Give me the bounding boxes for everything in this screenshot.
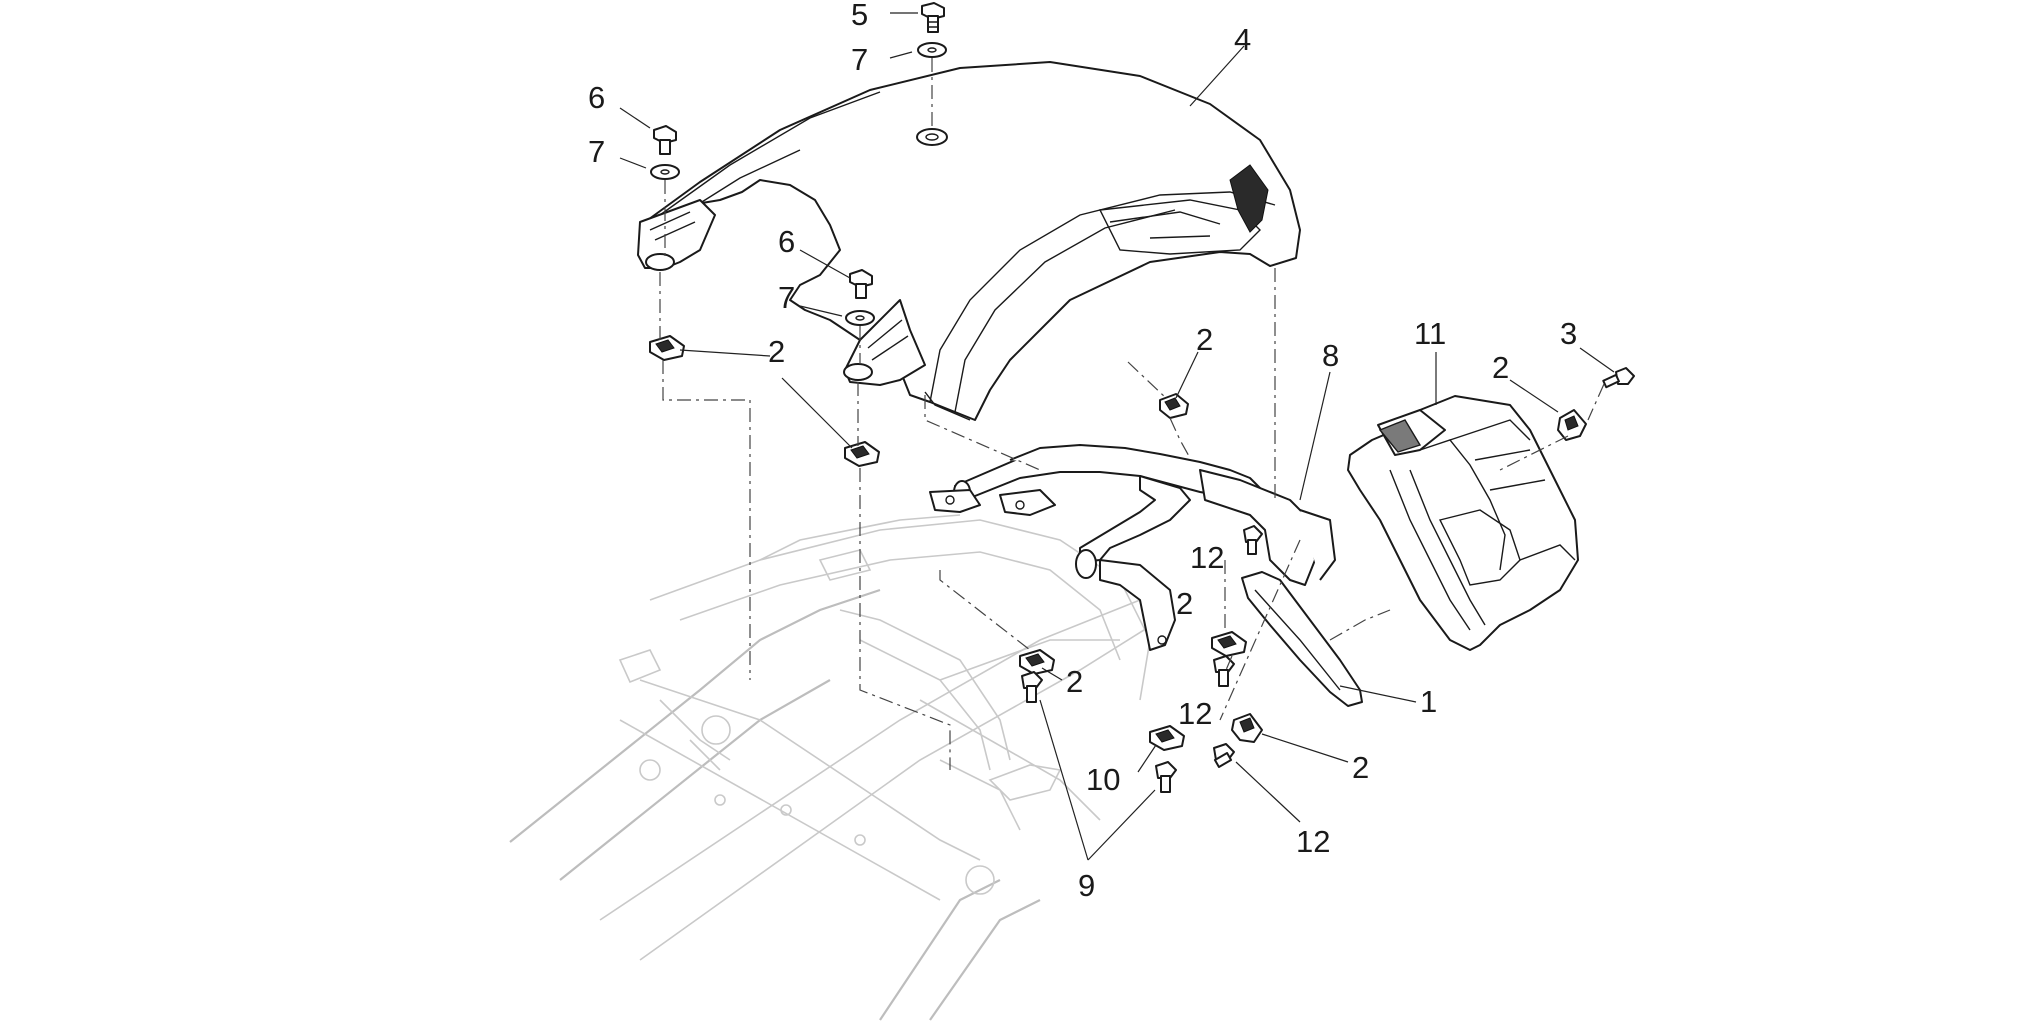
callout-9: 9 — [1078, 868, 1095, 903]
callout-10: 10 — [1086, 762, 1120, 797]
callout-4: 4 — [1234, 22, 1251, 57]
callout-8: 8 — [1322, 338, 1339, 373]
leader-lines — [619, 12, 1615, 861]
screw-12-upper — [1243, 525, 1263, 555]
clip-nut-left — [649, 335, 685, 361]
callout-12-upper: 12 — [1190, 540, 1224, 575]
hardware — [649, 2, 1635, 793]
callout-2-plate: 2 — [1492, 350, 1509, 385]
callout-5: 5 — [851, 0, 868, 32]
rear-mudguard-strip — [1241, 571, 1363, 707]
screw-12-middle — [1213, 655, 1235, 687]
bolt-5 — [921, 2, 945, 33]
screw-9-right — [1155, 761, 1177, 793]
rear-frame — [509, 514, 1161, 1021]
license-plate-holder — [1347, 395, 1579, 651]
screw-9-left — [1021, 671, 1043, 703]
callout-7-top: 7 — [851, 42, 868, 77]
rear-fender-cover — [637, 61, 1301, 421]
callout-2-left: 2 — [768, 334, 785, 369]
bolt-6-middle — [849, 269, 873, 299]
screw-3 — [1602, 367, 1635, 389]
bolt-6-left — [653, 125, 677, 155]
clip-nut-plate — [1557, 409, 1587, 441]
callout-7-middle: 7 — [778, 280, 795, 315]
callout-2-fender: 2 — [1196, 322, 1213, 357]
screw-12-lower — [1213, 743, 1235, 768]
washer-7-left — [650, 164, 680, 180]
assembly-lines — [659, 58, 1605, 770]
callout-1: 1 — [1420, 684, 1437, 719]
clip-nut-top-right — [1159, 393, 1189, 419]
callout-6-left: 6 — [588, 80, 605, 115]
clip-nut-frame-c — [1231, 713, 1263, 743]
callout-2-frame-a: 2 — [1066, 664, 1083, 699]
washer-7-top — [917, 42, 947, 58]
clip-nut-frame-a — [1019, 649, 1055, 675]
callout-3: 3 — [1560, 316, 1577, 351]
callout-12-lower: 12 — [1296, 824, 1330, 859]
clip-nut-frame-b — [1211, 631, 1247, 657]
callout-2-frame-c: 2 — [1352, 750, 1369, 785]
clip-nut-middle — [844, 441, 880, 467]
callout-11: 11 — [1414, 316, 1446, 351]
callout-6-middle: 6 — [778, 224, 795, 259]
callout-2-frame-b: 2 — [1176, 586, 1193, 621]
washer-7-middle — [845, 310, 875, 326]
grab-rail — [929, 444, 1336, 651]
clip-nut-10 — [1149, 725, 1185, 751]
callout-12-middle: 12 — [1178, 696, 1212, 731]
callout-labels: 5 7 4 6 7 6 7 2 2 8 11 2 3 12 2 2 1 12 2… — [588, 0, 1577, 903]
callout-7-left: 7 — [588, 134, 605, 169]
